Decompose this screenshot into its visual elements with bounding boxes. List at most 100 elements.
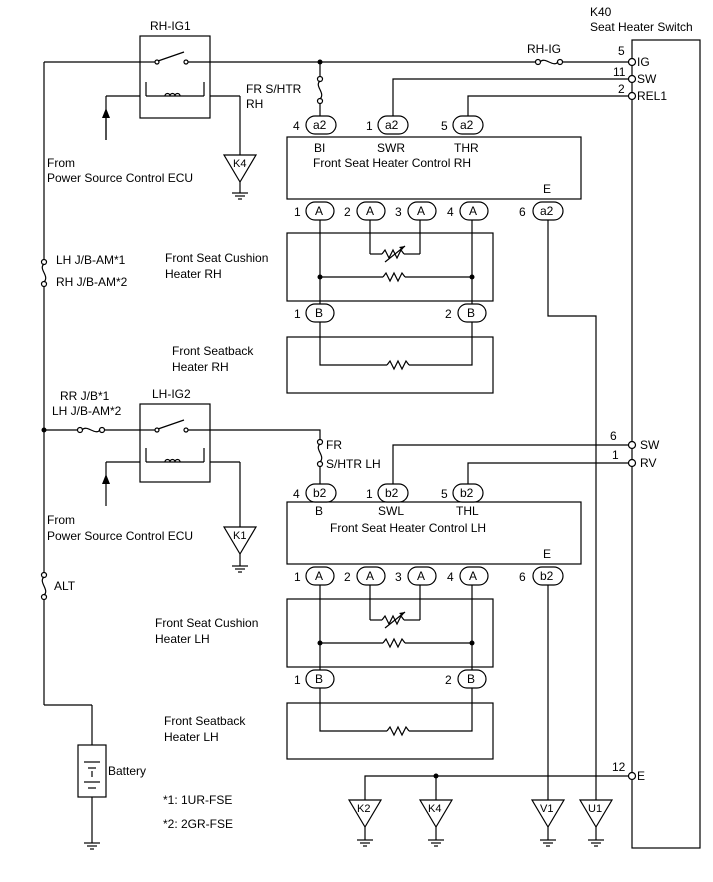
- ecu-rh-pin-bi-conn: a2: [313, 118, 327, 132]
- b-lh-pin2-num: 2: [445, 673, 452, 687]
- ecu-lh-bpin1-num: 1: [294, 570, 301, 584]
- ecu-lh-bpin3-num: 3: [395, 570, 402, 584]
- relay-lh-ig2: RR J/B*1 LH J/B-AM*2 LH-IG2: [52, 387, 241, 527]
- ground-k4-bottom: K4: [418, 799, 454, 847]
- sw-pin-num-ig: 5: [618, 44, 625, 58]
- b-connectors-rh: B 1 B 2: [294, 303, 487, 323]
- ground-k4-top: K4: [222, 154, 258, 200]
- sw-pin-num-rel1: 2: [618, 82, 625, 96]
- ecu-lh-pin-swl-label: SWL: [378, 504, 404, 518]
- ecu-rh-title: Front Seat Heater Control RH: [313, 156, 471, 170]
- heater-cushion-rh-line2: Heater RH: [165, 267, 222, 281]
- ground-v1: V1: [530, 799, 566, 847]
- ecu-lh-pin-swl-num: 1: [366, 487, 373, 501]
- ground-u1-label: U1: [588, 803, 602, 815]
- ecu-lh-bpin2-num: 2: [344, 570, 351, 584]
- fuse-fr-shtr-rh-label-2: RH: [246, 97, 263, 111]
- power-bus: [41, 61, 140, 745]
- b-lh-pin1-num: 1: [294, 673, 301, 687]
- fuse-alt: ALT: [40, 571, 76, 601]
- sw-pin-label-e: E: [637, 769, 645, 783]
- heater-back-rh-line2: Heater RH: [172, 360, 229, 374]
- ecu-rh-bpin6-conn: a2: [540, 204, 554, 218]
- ecu-rh-bpin2-num: 2: [344, 205, 351, 219]
- ecu-lh-bpin3-conn: A: [417, 569, 425, 583]
- ground-u1: U1: [578, 799, 614, 847]
- heater-cushion-lh-line1: Front Seat Cushion: [155, 616, 258, 630]
- ecu-lh-bpin4-num: 4: [447, 570, 454, 584]
- ecu-lh-pin-b-num: 4: [293, 487, 300, 501]
- from-ecu-lh-line2: Power Source Control ECU: [47, 529, 193, 543]
- ecu-rh-bpin4-conn: A: [469, 204, 477, 218]
- battery-label: Battery: [108, 764, 146, 778]
- heater-back-lh: Front Seatback Heater LH: [164, 688, 494, 760]
- ground-k1: K1: [222, 526, 258, 573]
- ecu-rh-pin-swr-label: SWR: [377, 141, 405, 155]
- sw-pin-num-sw-lh: 6: [610, 429, 617, 443]
- ecu-rh-pin-bi-label: BI: [314, 141, 325, 155]
- from-ecu-rh-line1: From: [47, 156, 75, 170]
- ecu-rh-bpin3-conn: A: [417, 204, 425, 218]
- sw-pin-num-rv: 1: [612, 448, 619, 462]
- ecu-rh-pin-thr-label: THR: [454, 141, 479, 155]
- fuse-jb-am-upper-label-1: LH J/B-AM*1: [56, 253, 126, 267]
- fuse-alt-label: ALT: [54, 579, 76, 593]
- fuse-fr-shtr-lh: FR S/HTR LH: [316, 438, 381, 484]
- fuse-fr-shtr-rh-label-1: FR S/HTR: [246, 82, 302, 96]
- heater-back-rh: Front Seatback Heater RH: [172, 322, 494, 394]
- ecu-lh-bpin2-conn: A: [366, 569, 374, 583]
- ecu-rh-bpin3-num: 3: [395, 205, 402, 219]
- b-connectors-lh: B 1 B 2: [294, 669, 487, 689]
- sw-pin-label-sw-lh: SW: [640, 438, 660, 452]
- from-ecu-lh-line1: From: [47, 513, 75, 527]
- ground-k2: K2: [347, 799, 383, 847]
- battery: Battery: [77, 744, 146, 850]
- fuse-rh-ig-label: RH-IG: [527, 42, 561, 56]
- ecu-lh-bpin4-conn: A: [469, 569, 477, 583]
- sw-pin-num-e: 12: [612, 760, 626, 774]
- ecu-rh-bpin1-conn: A: [315, 204, 323, 218]
- fuse-fr-shtr-lh-label-2: S/HTR LH: [326, 457, 381, 471]
- note-1: *1: 1UR-FSE: [163, 793, 232, 807]
- ecu-front-seat-heater-rh: Front Seat Heater Control RH E a2 4 BI a…: [286, 115, 582, 221]
- ecu-rh-bpin6-num: 6: [519, 205, 526, 219]
- ecu-lh-pin-thl-conn: b2: [460, 486, 474, 500]
- fuse-jb-am-upper: LH J/B-AM*1 RH J/B-AM*2: [40, 253, 128, 289]
- ecu-rh-pin-swr-conn: a2: [385, 118, 399, 132]
- ecu-lh-pin-thl-num: 5: [441, 487, 448, 501]
- ground-k1-label: K1: [233, 530, 246, 542]
- ecu-lh-bpin6-num: 6: [519, 570, 526, 584]
- sw-pin-label-sw-rh: SW: [637, 72, 657, 86]
- relay-lh-label: LH-IG2: [152, 387, 191, 401]
- relay-rh-label: RH-IG1: [150, 19, 191, 33]
- ecu-rh-e-label: E: [543, 182, 551, 196]
- b-rh-pin2-conn: B: [467, 306, 475, 320]
- ecu-lh-pin-thl-label: THL: [456, 504, 479, 518]
- fuse-fr-shtr-rh: FR S/HTR RH: [246, 62, 324, 126]
- ecu-rh-pin-thr-num: 5: [441, 119, 448, 133]
- switch-code: K40: [590, 5, 612, 19]
- seat-heater-switch: K40 Seat Heater Switch 5 IG 11 SW 2 REL1…: [590, 5, 701, 849]
- heater-cushion-rh-line1: Front Seat Cushion: [165, 251, 268, 265]
- fuse-rr-jb-label-2: LH J/B-AM*2: [52, 404, 122, 418]
- relay-rh-ig1: RH-IG1: [102, 19, 241, 155]
- ecu-lh-pin-swl-conn: b2: [385, 486, 399, 500]
- sw-pin-num-sw-rh: 11: [613, 65, 626, 79]
- b-lh-pin2-conn: B: [467, 672, 475, 686]
- b-rh-pin2-num: 2: [445, 307, 452, 321]
- note-2: *2: 2GR-FSE: [163, 817, 233, 831]
- ecu-lh-bpin6-conn: b2: [540, 569, 554, 583]
- heater-cushion-rh: Front Seat Cushion Heater RH: [165, 220, 494, 304]
- ground-k4-top-label: K4: [233, 158, 246, 170]
- sw-pin-label-rv: RV: [640, 456, 656, 470]
- ecu-rh-bpin2-conn: A: [366, 204, 374, 218]
- ecu-lh-title: Front Seat Heater Control LH: [330, 521, 486, 535]
- heater-back-lh-line2: Heater LH: [164, 730, 219, 744]
- fuse-fr-shtr-lh-label-1: FR: [326, 438, 342, 452]
- sw-pin-label-rel1: REL1: [637, 89, 667, 103]
- fuse-rh-ig: RH-IG: [527, 42, 564, 66]
- heater-cushion-lh-line2: Heater LH: [155, 632, 210, 646]
- ecu-lh-e-label: E: [543, 547, 551, 561]
- heater-back-rh-line1: Front Seatback: [172, 344, 254, 358]
